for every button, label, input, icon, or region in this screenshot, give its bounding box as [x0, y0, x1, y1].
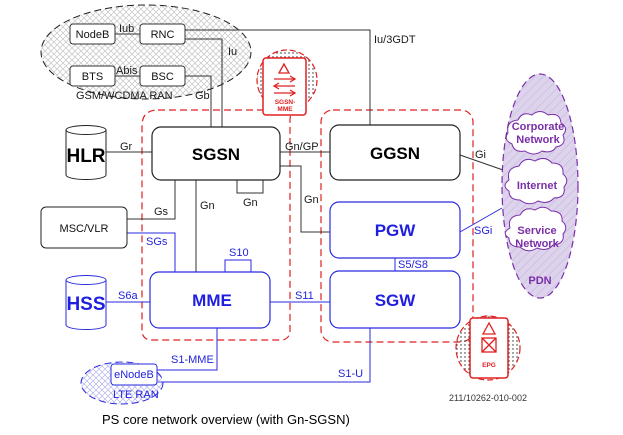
abis-label: Abis: [116, 65, 138, 77]
s1-mme-label: S1-MME: [171, 354, 214, 366]
iu-label: Iu: [228, 46, 237, 58]
lte-ran-label: LTE RAN: [113, 389, 159, 401]
sgi-link: [459, 207, 503, 233]
enodeb-box[interactable]: eNodeB: [110, 363, 158, 386]
bsc-box[interactable]: BSC: [139, 65, 186, 87]
rnc-box[interactable]: RNC: [139, 23, 186, 45]
s10-link: [224, 259, 252, 272]
epg-product-badge: EPG: [455, 315, 521, 381]
reference-id: 211/10262-010-002: [449, 393, 527, 403]
bts-label: BTS: [82, 71, 103, 83]
nodeb-box[interactable]: NodeB: [69, 23, 116, 45]
pdn-label: PDN: [528, 275, 551, 287]
nodeb-label: NodeB: [76, 29, 110, 41]
internet-cloud[interactable]: Internet: [504, 157, 568, 205]
gn-sgsn-mme-label: Gn: [200, 200, 215, 212]
s1-u-link: [157, 328, 371, 383]
hss-database[interactable]: HSS: [65, 275, 107, 330]
iub-label: Iub: [119, 23, 134, 35]
sgsn-mme-badge-label: SGSN-: [275, 99, 296, 106]
epg-product-icon: [481, 321, 497, 353]
gi-label: Gi: [475, 149, 486, 161]
lte-links: [105, 207, 503, 383]
iu-3gdt-link: [185, 29, 371, 125]
enodeb-label: eNodeB: [114, 369, 154, 381]
gn-loop-link: [236, 180, 264, 194]
pdn-group: Corporate Network Internet Service Netwo…: [501, 73, 579, 299]
pgw-label: PGW: [375, 221, 417, 240]
lte-ran-group: eNodeB LTE RAN: [80, 361, 164, 405]
iu-link: [185, 38, 223, 127]
rnc-label: RNC: [151, 29, 175, 41]
bts-box[interactable]: BTS: [69, 65, 116, 87]
sgsn-node[interactable]: SGSN: [151, 126, 281, 181]
ggsn-label: GGSN: [370, 144, 420, 163]
hss-label: HSS: [66, 294, 105, 315]
s6a-label: S6a: [118, 290, 138, 302]
mme-label: MME: [192, 291, 232, 310]
sgsn-mme-product-icon: [272, 62, 297, 97]
hlr-label: HLR: [66, 146, 105, 167]
sgi-label: SGi: [474, 225, 492, 237]
gb-label: Gb: [195, 90, 210, 102]
s5s8-label: S5/S8: [398, 259, 428, 271]
ggsn-node[interactable]: GGSN: [329, 124, 461, 181]
pgw-node[interactable]: PGW: [329, 201, 461, 259]
s11-label: S11: [295, 290, 314, 302]
gi-link: [459, 154, 504, 171]
gn-pgw-label: Gn: [304, 194, 319, 206]
service-network-label-1: Service: [517, 225, 556, 237]
corporate-network-label-2: Network: [516, 134, 560, 146]
epg-badge-label: EPG: [482, 362, 496, 369]
s1-u-label: S1-U: [338, 368, 363, 380]
gn-gp-label: Gn/GP: [285, 141, 319, 153]
gs-link: [127, 180, 176, 220]
corporate-network-label-1: Corporate: [512, 121, 565, 133]
gb-link: [185, 75, 212, 127]
msc-vlr-label: MSC/VLR: [60, 223, 109, 235]
gs-label: Gs: [154, 206, 169, 218]
gn-loop-label: Gn: [243, 197, 258, 209]
service-network-cloud[interactable]: Service Network: [504, 206, 567, 252]
hlr-database[interactable]: HLR: [65, 125, 107, 180]
sgsn-mme-product-badge: SGSN- MME: [256, 49, 318, 116]
sgw-label: SGW: [375, 291, 417, 310]
gn-pgw-link: [280, 165, 330, 233]
bsc-label: BSC: [151, 71, 174, 83]
internet-label: Internet: [517, 180, 558, 192]
corporate-network-cloud[interactable]: Corporate Network: [505, 111, 567, 155]
sgw-node[interactable]: SGW: [329, 270, 461, 329]
s1-mme-link: [157, 328, 218, 371]
gsm-wcdma-ran-label: GSM/WCDMA RAN: [76, 90, 173, 102]
iu-3gdt-label: Iu/3GDT: [374, 34, 416, 46]
legacy-links: [105, 29, 504, 272]
diagram-caption: PS core network overview (with Gn-SGSN): [102, 412, 350, 427]
sgsn-label: SGSN: [192, 145, 240, 164]
mme-node[interactable]: MME: [149, 271, 271, 329]
gr-label: Gr: [120, 141, 133, 153]
sgs-link: [127, 232, 176, 272]
sgsn-mme-group-boundary: [141, 109, 301, 341]
msc-vlr-node[interactable]: MSC/VLR: [40, 206, 128, 249]
gsm-wcdma-ran-group: NodeB RNC Iub BTS BSC Abis GSM/WCDMA RAN: [40, 4, 252, 102]
service-network-label-2: Network: [515, 238, 559, 250]
s10-label: S10: [229, 247, 249, 259]
sgs-label: SGs: [146, 236, 168, 248]
sgsn-mme-badge-label-2: MME: [277, 106, 293, 113]
